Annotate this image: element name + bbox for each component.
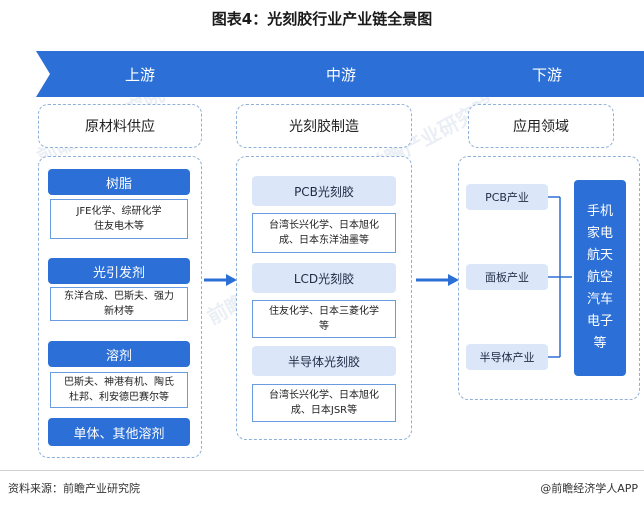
midstream-semiconductor-label: 半导体光刻胶 — [252, 346, 396, 376]
footer-brand: @前瞻经济学人APP — [540, 482, 638, 495]
use-item: 手机 — [586, 204, 613, 219]
midstream-header: 光刻胶制造 — [236, 104, 412, 148]
footer-source: 资料来源：前瞻产业研究院 — [8, 482, 140, 495]
midstream-pcb-label: PCB光刻胶 — [252, 176, 396, 206]
page-title: 图表4：光刻胶行业产业链全景图 — [211, 10, 433, 28]
stage-midstream-label: 中游 — [325, 65, 356, 84]
midstream-semiconductor-note: 台湾长兴化学、日本旭化成、日本JSR等 — [252, 384, 396, 422]
downstream-pcb-item: PCB产业 — [466, 184, 548, 210]
use-item: 电子 — [586, 314, 613, 329]
use-item: 汽车 — [586, 292, 613, 307]
midstream-lcd-note: 住友化学、日本三菱化学等 — [252, 300, 396, 338]
downstream-semiconductor-item: 半导体产业 — [466, 344, 548, 370]
use-item: 航空 — [586, 270, 613, 285]
stage-midstream-chevron — [224, 51, 458, 97]
upstream-header: 原材料供应 — [38, 104, 202, 148]
midstream-pcb-note: 台湾长兴化学、日本旭化成、日本东洋油墨等 — [252, 213, 396, 253]
upstream-solvent-label: 溶剂 — [48, 341, 190, 367]
downstream-connector — [548, 190, 574, 366]
downstream-header: 应用领域 — [468, 104, 614, 148]
use-item: 航天 — [586, 248, 613, 263]
stage-downstream-label: 下游 — [531, 65, 562, 84]
upstream-resin-note: JFE化学、综研化学住友电木等 — [50, 199, 188, 239]
stage-upstream-label: 上游 — [124, 65, 155, 84]
stage-downstream-chevron — [432, 51, 644, 97]
use-item: 等 — [593, 336, 607, 351]
arrow-midstream-to-downstream — [412, 272, 460, 288]
upstream-monomer-label: 单体、其他溶剂 — [48, 418, 190, 446]
downstream-uses: 手机 家电 航天 航空 汽车 电子 等 — [574, 180, 626, 376]
midstream-lcd-label: LCD光刻胶 — [252, 263, 396, 293]
upstream-photoinitiator-note: 东洋合成、巴斯夫、强力新材等 — [50, 287, 188, 321]
arrow-upstream-to-midstream — [202, 272, 238, 288]
downstream-panel-item: 面板产业 — [466, 264, 548, 290]
stage-upstream-chevron — [36, 51, 252, 97]
footer-divider — [0, 470, 644, 471]
upstream-resin-label: 树脂 — [48, 169, 190, 195]
upstream-photoinitiator-label: 光引发剂 — [48, 258, 190, 284]
upstream-solvent-note: 巴斯夫、神港有机、陶氏杜邦、利安德巴赛尔等 — [50, 372, 188, 408]
use-item: 家电 — [586, 226, 613, 241]
